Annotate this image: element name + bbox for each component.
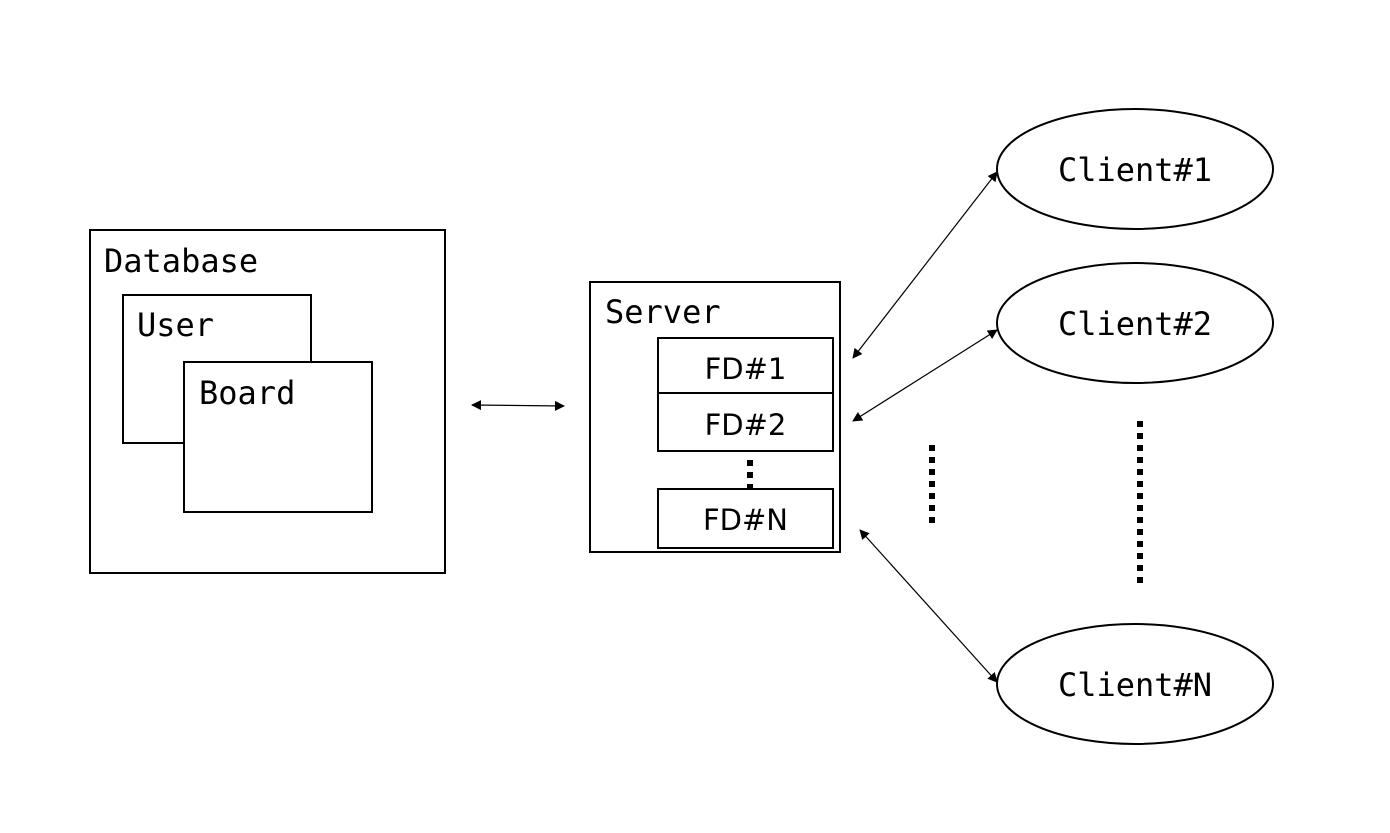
- board-table-label: Board: [199, 374, 295, 412]
- user-table-label: User: [137, 306, 214, 344]
- client-2-connector: [852, 329, 998, 422]
- fd-2-label: FD#2: [705, 408, 787, 442]
- database-label: Database: [104, 242, 258, 280]
- client-n-connector: [859, 529, 998, 683]
- client-n-node: Client#N: [996, 623, 1274, 745]
- client-2-node: Client#2: [996, 262, 1274, 384]
- board-table-box: Board: [183, 361, 373, 513]
- fd-2-box: FD#2: [657, 392, 834, 452]
- client-1-label: Client#1: [1058, 151, 1212, 189]
- fd-1-label: FD#1: [705, 352, 787, 386]
- client-1-connector: [852, 171, 998, 359]
- database-server-connector: [471, 400, 565, 411]
- client-2-label: Client#2: [1058, 305, 1212, 343]
- fd-n-box: FD#N: [657, 488, 834, 549]
- client-n-label: Client#N: [1058, 666, 1212, 704]
- fd-n-label: FD#N: [703, 503, 788, 537]
- client-1-node: Client#1: [996, 108, 1274, 230]
- fd-1-box: FD#1: [657, 337, 834, 394]
- server-label: Server: [605, 293, 721, 331]
